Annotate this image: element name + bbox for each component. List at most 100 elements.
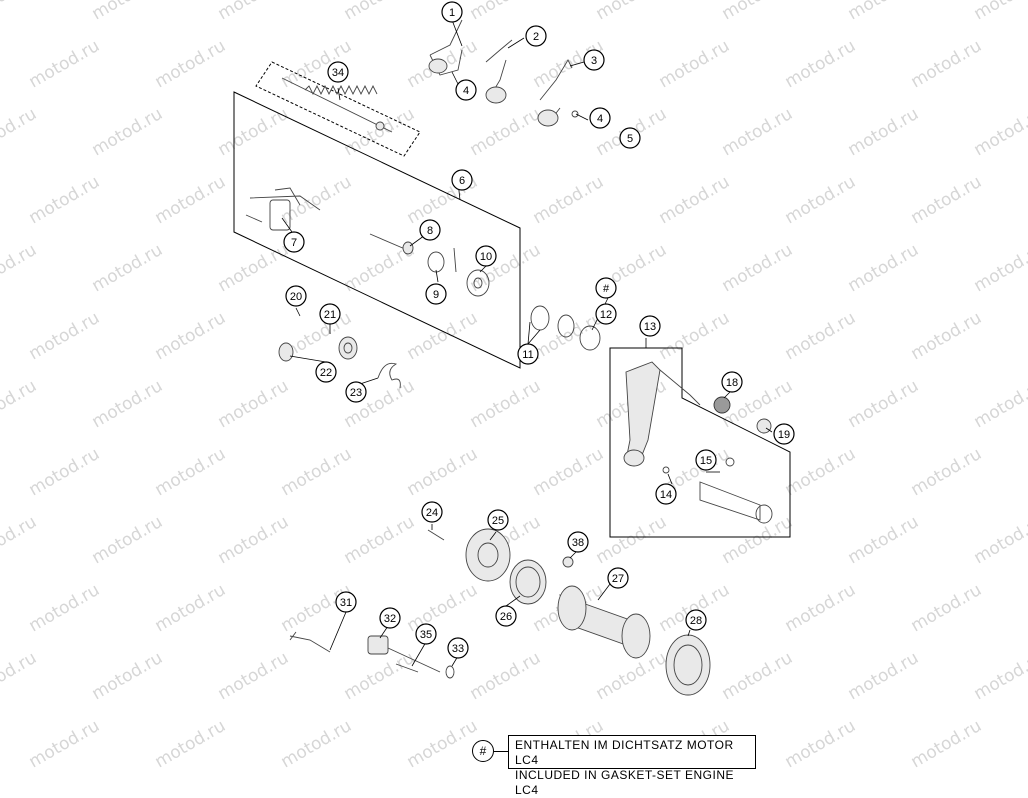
callout-number: 2: [533, 31, 539, 43]
watermark-text: motod.ru: [89, 648, 167, 704]
lever-9: [428, 248, 456, 272]
watermark-text: motod.ru: [215, 512, 293, 568]
callout-number: 4: [597, 113, 603, 125]
callout-10: 10: [476, 246, 496, 266]
watermark-text: motod.ru: [908, 172, 986, 228]
callout-number: 7: [291, 237, 297, 249]
callout-11: 11: [518, 344, 538, 364]
watermark-text: motod.ru: [782, 716, 860, 771]
watermark-text: motod.ru: [0, 648, 40, 704]
watermark-text: motod.ru: [26, 308, 104, 364]
callout-9: 9: [426, 284, 446, 304]
sensor-31: [290, 632, 330, 652]
callout-28: 28: [686, 610, 706, 630]
watermark-text: motod.ru: [593, 0, 671, 24]
watermark-text: motod.ru: [152, 580, 230, 636]
callout-number: 38: [572, 537, 584, 549]
watermark-text: motod.ru: [0, 104, 40, 160]
callout-23: 23: [346, 382, 366, 402]
watermark-text: motod.ru: [719, 0, 797, 24]
watermark-text: motod.ru: [908, 308, 986, 364]
callout-6: 6: [452, 170, 472, 190]
callout-3: 3: [584, 50, 604, 70]
legend-line-german: ENTHALTEN IM DICHTSATZ MOTOR LC4: [515, 738, 749, 768]
watermark-text: motod.ru: [278, 444, 356, 500]
watermark-text: motod.ru: [26, 580, 104, 636]
watermark-text: motod.ru: [278, 716, 356, 771]
watermark-text: motod.ru: [908, 580, 986, 636]
watermark-text: motod.ru: [215, 0, 293, 24]
watermark-text: motod.ru: [0, 0, 40, 24]
callout-number: 3: [591, 55, 597, 67]
watermark-text: motod.ru: [782, 36, 860, 92]
callout-18: 18: [722, 372, 742, 392]
callout-number: 8: [427, 225, 433, 237]
callout-12: 12: [596, 304, 616, 324]
callout-number: 28: [690, 615, 702, 627]
legend-line-english: INCLUDED IN GASKET-SET ENGINE LC4: [515, 768, 749, 798]
callout-2: 2: [526, 26, 546, 46]
watermark-text: motod.ru: [656, 308, 734, 364]
watermark-text: motod.ru: [971, 0, 1028, 24]
callout-number: 34: [332, 67, 344, 79]
shift-drum-25: [466, 529, 510, 581]
bearing-26: [510, 560, 546, 604]
callout-22: 22: [316, 362, 336, 382]
watermark-text: motod.ru: [215, 648, 293, 704]
callout-8: 8: [420, 220, 440, 240]
watermark-text: motod.ru: [593, 512, 671, 568]
watermark-text: motod.ru: [152, 172, 230, 228]
watermark-text: motod.ru: [467, 376, 545, 432]
callout-number: 24: [426, 507, 438, 519]
watermark-text: motod.ru: [656, 172, 734, 228]
callout-1: 1: [442, 2, 462, 22]
pin-24: [428, 530, 444, 540]
watermark-text: motod.ru: [404, 444, 482, 500]
watermark-text: motod.ru: [530, 444, 608, 500]
watermark-text: motod.ru: [782, 580, 860, 636]
callout-number: 33: [452, 643, 464, 655]
callout-number: 20: [290, 291, 302, 303]
watermark-text: motod.ru: [656, 36, 734, 92]
watermark-text: motod.ru: [782, 308, 860, 364]
callout-27: 27: [608, 568, 628, 588]
watermark-text: motod.ru: [26, 172, 104, 228]
watermark-text: motod.ru: [530, 172, 608, 228]
watermark-text: motod.ru: [908, 444, 986, 500]
callout-hash: #: [596, 278, 616, 298]
legend-connector: [494, 751, 508, 752]
exploded-parts-diagram: motod.ru motod.ru motod.ru motod.ru motod.ru…: [0, 0, 1028, 771]
watermark-text: motod.ru: [845, 648, 923, 704]
watermark-text: motod.ru: [215, 240, 293, 296]
watermark-text: motod.ru: [89, 376, 167, 432]
callout-number: 4: [463, 85, 469, 97]
callout-number: 23: [350, 387, 362, 399]
callout-number: 21: [324, 309, 336, 321]
callout-20: 20: [286, 286, 306, 306]
washer-38: [563, 557, 573, 567]
legend-box: ENTHALTEN IM DICHTSATZ MOTOR LC4 INCLUDE…: [508, 735, 756, 769]
watermark-text: motod.ru: [404, 580, 482, 636]
watermark-text: motod.ru: [971, 376, 1028, 432]
watermark-text: motod.ru: [152, 308, 230, 364]
watermark-text: motod.ru: [971, 104, 1028, 160]
callout-15: 15: [696, 450, 716, 470]
watermark-text: motod.ru: [0, 240, 40, 296]
watermark-text: motod.ru: [971, 512, 1028, 568]
callout-number: 11: [522, 349, 533, 361]
watermark-text: motod.ru: [782, 444, 860, 500]
watermark-text: motod.ru: [845, 104, 923, 160]
callout-26: 26: [496, 606, 516, 626]
legend-hash-symbol: #: [472, 740, 494, 762]
callout-number: 6: [459, 175, 465, 187]
callout-number: 12: [600, 309, 612, 321]
watermark-text: motod.ru: [215, 104, 293, 160]
callout-25: 25: [488, 510, 508, 530]
watermark-text: motod.ru: [845, 512, 923, 568]
watermark-text: motod.ru: [26, 36, 104, 92]
watermark-text: motod.ru: [89, 0, 167, 24]
callout-number: 13: [644, 321, 656, 333]
callout-number: 31: [340, 597, 352, 609]
watermark-text: motod.ru: [341, 0, 419, 24]
watermark-text: motod.ru: [467, 0, 545, 24]
